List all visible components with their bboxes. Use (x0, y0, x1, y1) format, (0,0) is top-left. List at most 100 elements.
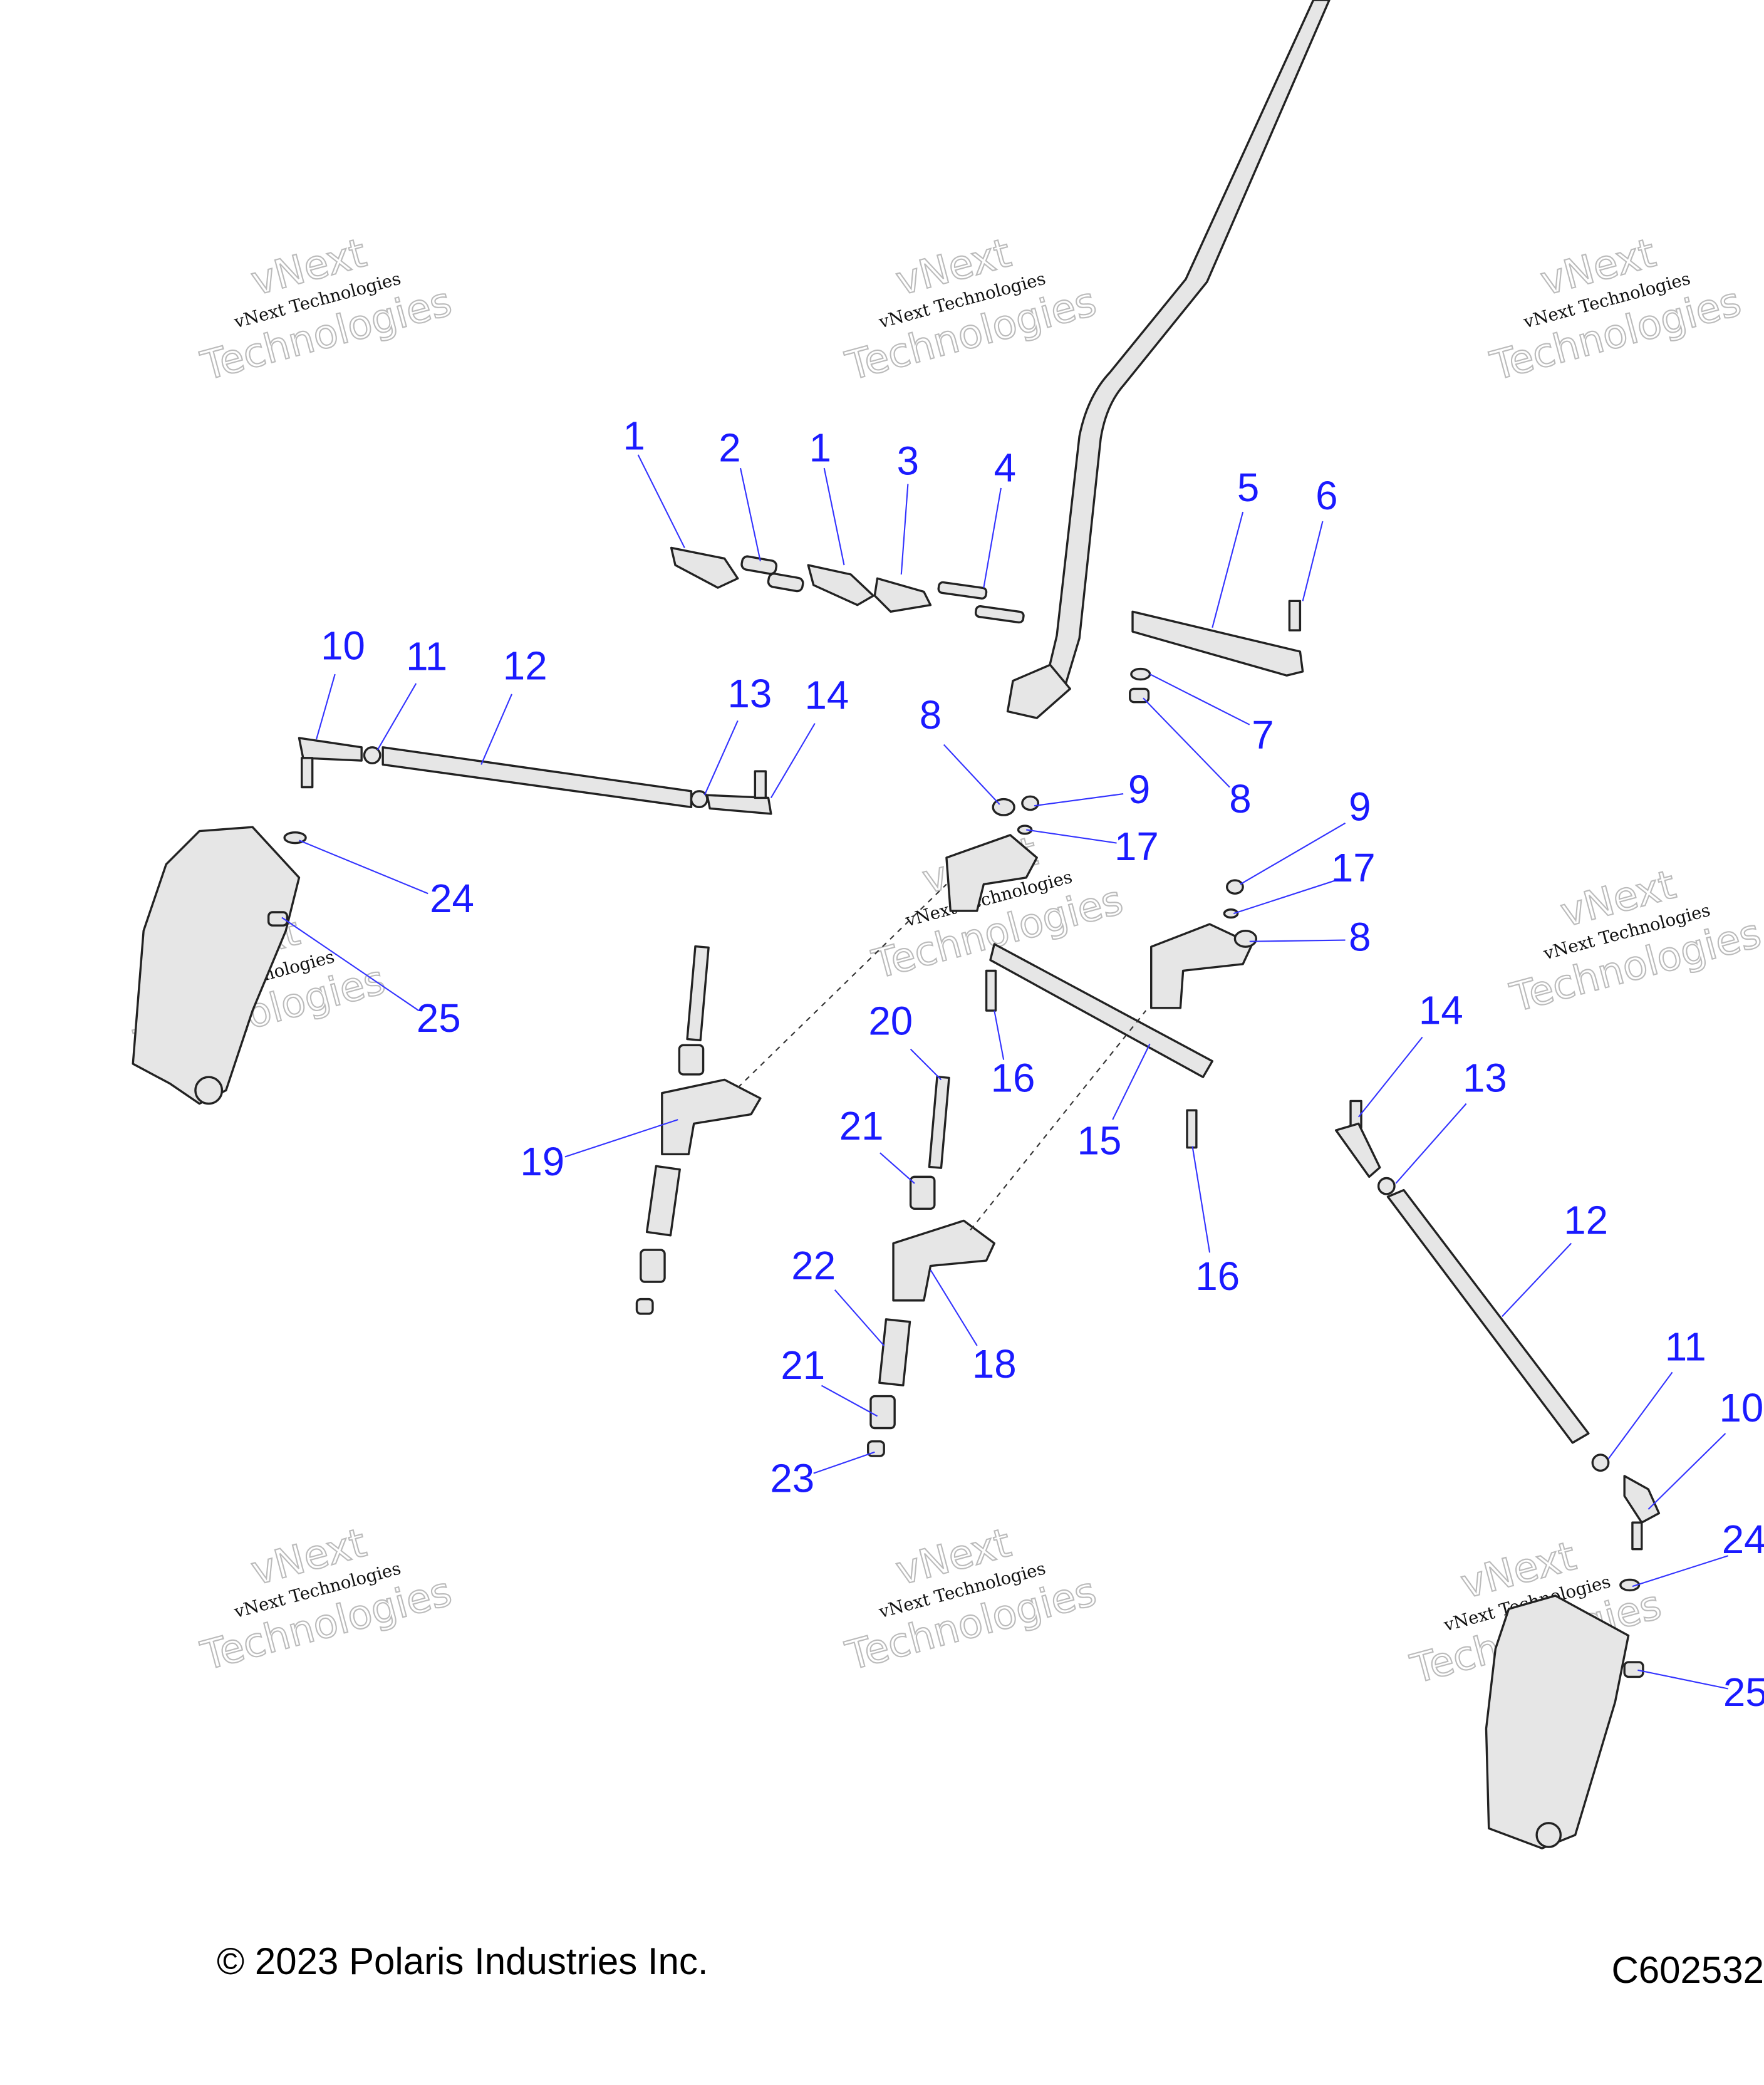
callout-number[interactable]: 20 (868, 999, 913, 1043)
callout-number[interactable]: 24 (430, 876, 474, 921)
nut-9 (1021, 795, 1040, 811)
tie-rod-end-right-b (1623, 1475, 1661, 1524)
callout-number[interactable]: 13 (727, 672, 772, 716)
bolt-6 (1288, 600, 1302, 632)
leader-line (1502, 1242, 1572, 1317)
knuckle-bore (194, 1076, 224, 1105)
callout-number[interactable]: 21 (839, 1104, 884, 1148)
plate-3 (873, 577, 932, 613)
callout-number[interactable]: 17 (1114, 824, 1159, 869)
callout-number[interactable]: 12 (1564, 1198, 1608, 1243)
callout-number[interactable]: 9 (1349, 785, 1371, 829)
leader-line (943, 744, 1000, 805)
callout-number[interactable]: 17 (1331, 846, 1376, 890)
bushing-21b (869, 1395, 896, 1430)
leader-line (900, 484, 909, 575)
leader-line (910, 1048, 942, 1081)
callout-number[interactable]: 11 (1665, 1324, 1706, 1369)
callout-number[interactable]: 5 (1237, 465, 1259, 510)
callout-number[interactable]: 21 (781, 1343, 825, 1388)
clamp-1 (670, 546, 739, 589)
callout-number[interactable]: 11 (406, 635, 447, 679)
callout-number[interactable]: 23 (770, 1456, 814, 1500)
callout-number[interactable]: 9 (1128, 767, 1150, 812)
callout-number[interactable]: 1 (623, 413, 645, 458)
leader-line (823, 467, 845, 566)
callout-number[interactable]: 4 (994, 445, 1016, 490)
bracket-18 (892, 1219, 996, 1302)
leader-line (1112, 1043, 1151, 1120)
leader-line (1647, 1433, 1726, 1510)
callout-number[interactable]: 8 (1349, 915, 1371, 960)
leader-line (376, 683, 417, 751)
leader-line (1026, 829, 1117, 844)
jam-nut-right-b (1591, 1453, 1610, 1472)
washer-7 (1130, 667, 1151, 681)
tie-rod-end-right (1334, 1122, 1381, 1178)
callout-number[interactable]: 25 (1723, 1670, 1764, 1715)
callout-number[interactable]: 16 (991, 1056, 1035, 1101)
leader-line (1395, 1103, 1467, 1184)
leader-line (879, 1152, 915, 1184)
jam-nut-right (1377, 1177, 1396, 1195)
leader-line (930, 1269, 978, 1346)
leader-line (813, 1451, 875, 1474)
leader-line (564, 1119, 678, 1158)
spacer-22 (878, 1318, 911, 1386)
callout-number[interactable]: 12 (503, 644, 547, 689)
bushing-19 (678, 1044, 705, 1076)
callout-number[interactable]: 6 (1315, 474, 1337, 518)
callout-number[interactable]: 25 (417, 996, 461, 1041)
callout-number[interactable]: 16 (1195, 1254, 1240, 1299)
pin-2 (740, 555, 778, 575)
callout-number[interactable]: 10 (321, 624, 365, 668)
callout-number[interactable]: 22 (791, 1244, 836, 1288)
leader-line (299, 840, 428, 895)
steering-parts (132, 0, 1661, 1849)
callout-number[interactable]: 10 (1720, 1386, 1764, 1430)
leader-line (1357, 1036, 1423, 1118)
leader-line (1211, 511, 1244, 628)
steering-column (1042, 0, 1331, 693)
callout-number[interactable]: 2 (719, 425, 740, 470)
leader-line (281, 917, 420, 1011)
nut-25b (1623, 1661, 1644, 1678)
leader-line (1632, 1555, 1729, 1588)
washer-24b (1619, 1578, 1641, 1592)
leader-line (994, 1010, 1005, 1060)
nut-19 (635, 1297, 654, 1315)
callout-number[interactable]: 24 (1722, 1517, 1764, 1562)
leader-line (1249, 939, 1346, 942)
knuckle-right (1485, 1594, 1630, 1849)
washer-17 (1017, 824, 1033, 835)
callout-number[interactable]: 19 (520, 1140, 564, 1184)
leader-line (770, 723, 816, 799)
callout-number[interactable]: 3 (897, 439, 919, 484)
callout-number[interactable]: 15 (1077, 1118, 1122, 1163)
stud-right-b (1631, 1521, 1643, 1551)
callout-number[interactable]: 14 (805, 673, 849, 717)
bolt-16 (985, 969, 997, 1012)
leader-line (1034, 793, 1124, 807)
callout-number[interactable]: 8 (920, 693, 942, 737)
leader-line (1607, 1371, 1673, 1459)
leader-line (834, 1289, 885, 1346)
bushing-19b (640, 1249, 666, 1283)
callout-number[interactable]: 14 (1419, 988, 1463, 1032)
bushing-21 (909, 1175, 936, 1210)
callout-number[interactable]: 7 (1252, 713, 1274, 757)
callout-number[interactable]: 13 (1463, 1056, 1507, 1101)
spacer-19 (645, 1165, 681, 1237)
callout-number[interactable]: 8 (1229, 777, 1251, 821)
leader-line (1149, 673, 1250, 725)
nut-9b (1225, 879, 1244, 895)
callout-number[interactable]: 18 (972, 1342, 1017, 1386)
callout-number[interactable]: 1 (809, 425, 831, 470)
